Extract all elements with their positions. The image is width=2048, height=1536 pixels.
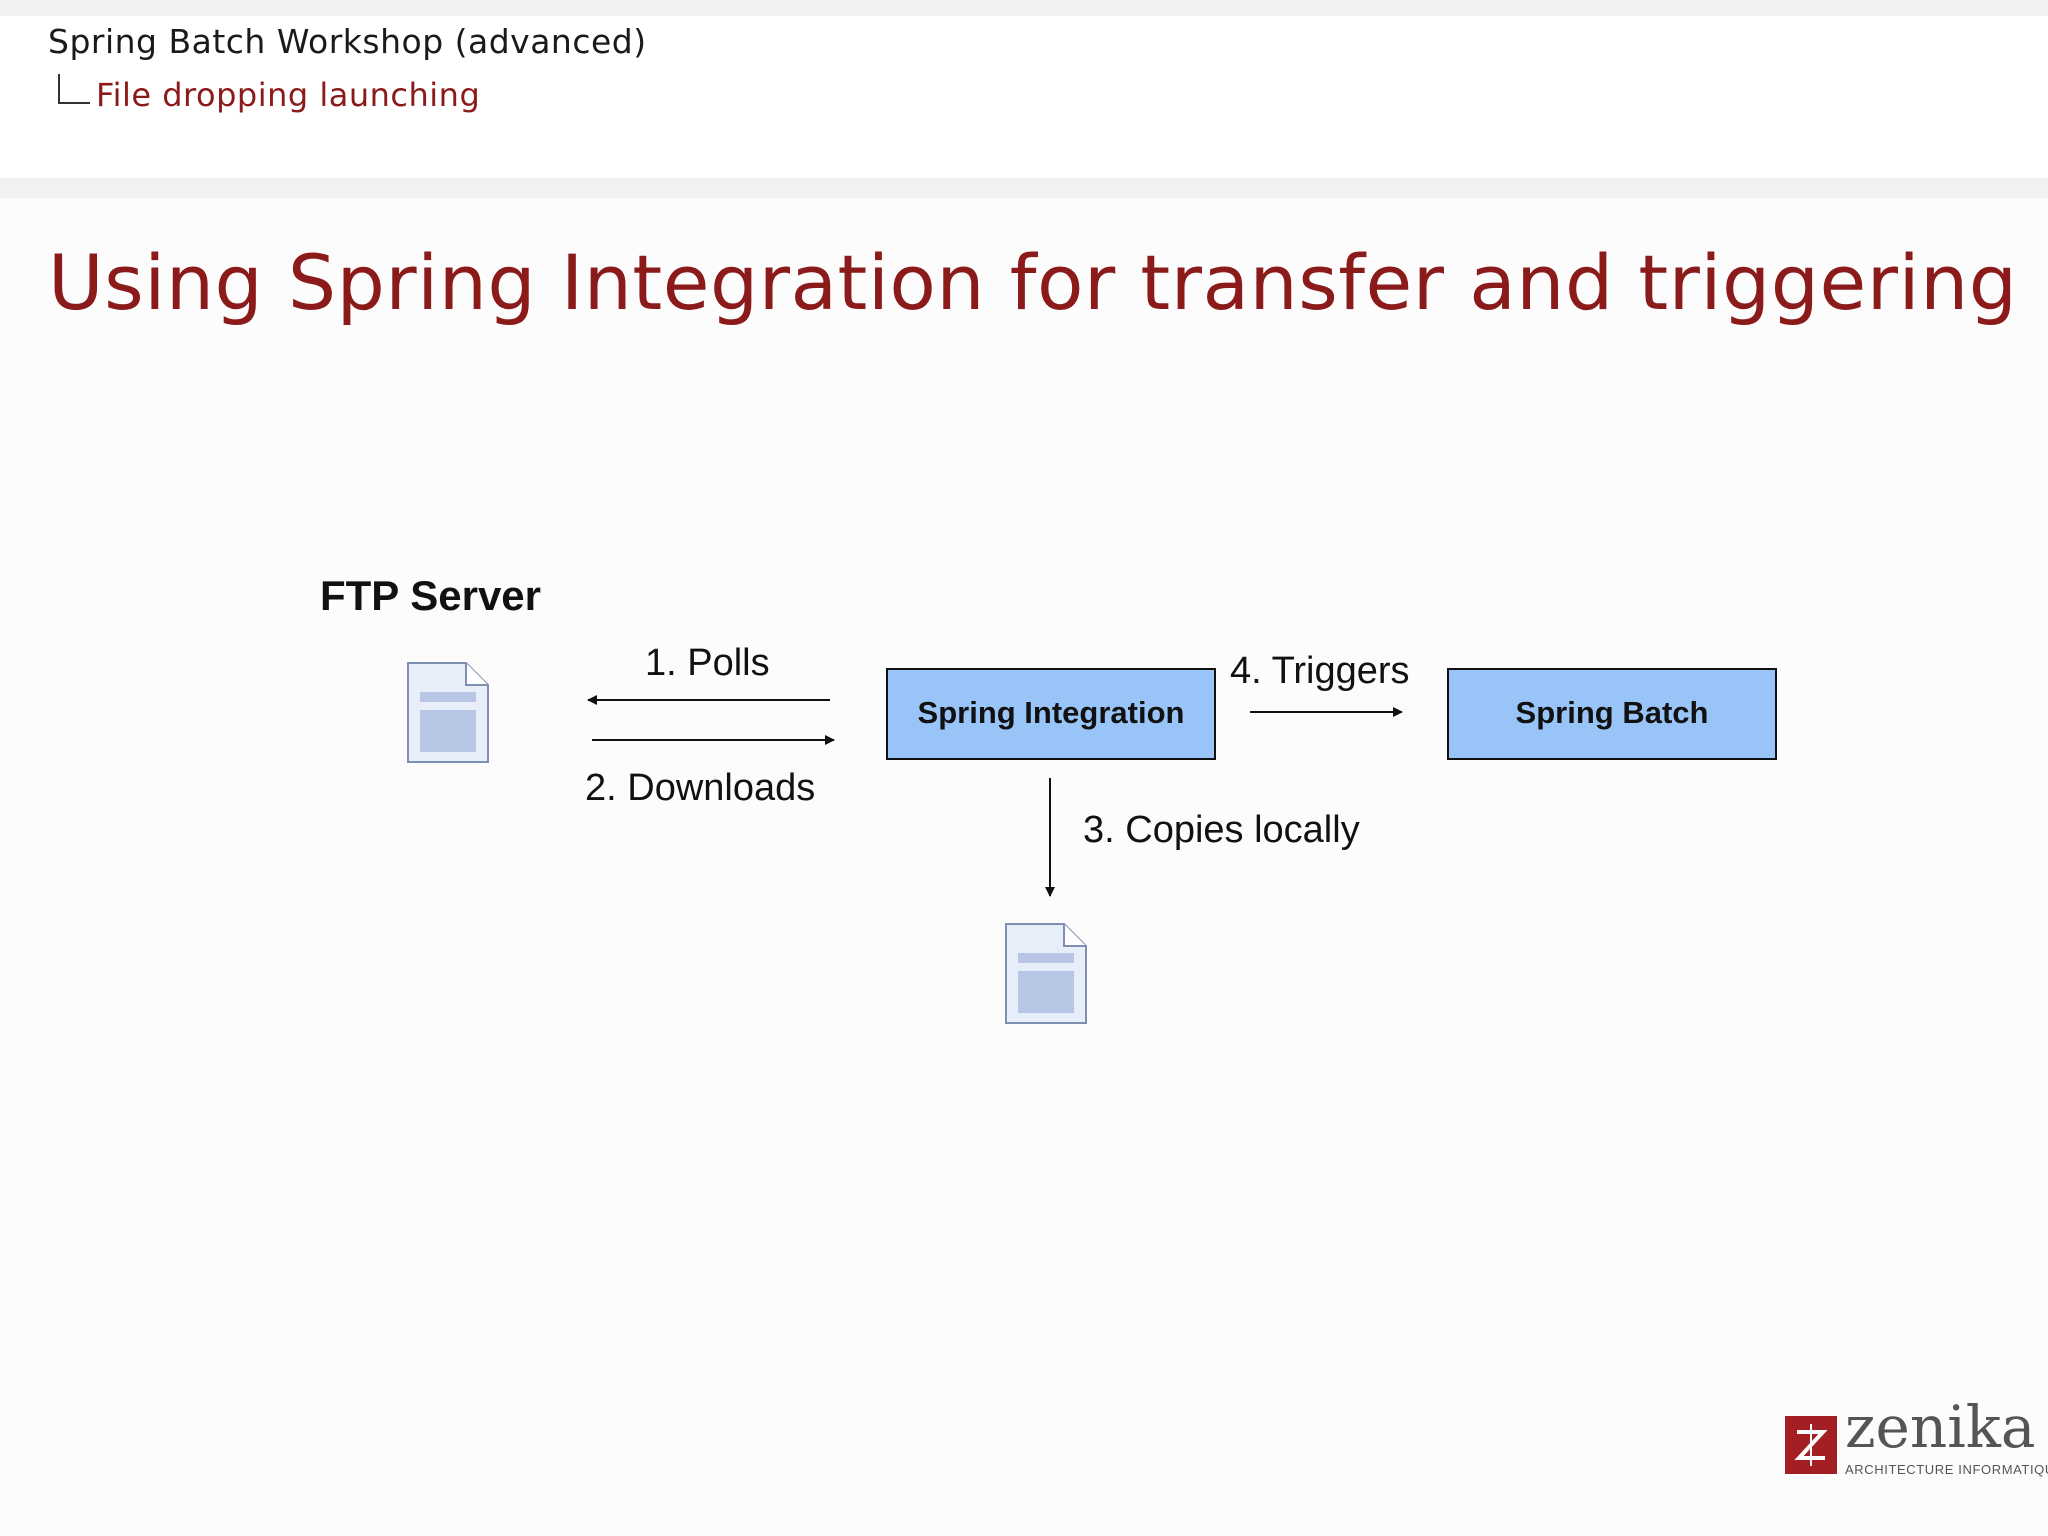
slide-title: Using Spring Integration for transfer an… (48, 238, 2018, 327)
spring-integration-box (886, 668, 1216, 760)
top-band (0, 0, 2048, 16)
copies-label: 3. Copies locally (1083, 809, 1360, 851)
zenika-logo-icon (1785, 1416, 1837, 1474)
spring-integration-label: Spring Integration (918, 695, 1185, 730)
spring-batch-box (1447, 668, 1777, 760)
downloads-label: 2. Downloads (585, 767, 815, 809)
ftp-server-label: FTP Server (320, 572, 541, 619)
local-document-icon (1005, 923, 1087, 1024)
header-area (0, 16, 2048, 178)
zenika-logo-tagline: ARCHITECTURE INFORMATIQUE (1845, 1462, 2048, 1477)
header-separator (0, 178, 2048, 198)
polls-label: 1. Polls (645, 642, 770, 684)
zenika-logo-wordmark: zenika (1845, 1393, 2036, 1461)
breadcrumb-section-title: File dropping launching (96, 76, 481, 114)
triggers-label: 4. Triggers (1230, 650, 1410, 692)
spring-batch-label: Spring Batch (1516, 695, 1709, 730)
slide-content-area (0, 198, 2048, 1536)
breadcrumb-presentation-title: Spring Batch Workshop (advanced) (48, 22, 647, 61)
breadcrumb-connector (58, 74, 90, 104)
ftp-document-icon (407, 662, 489, 763)
